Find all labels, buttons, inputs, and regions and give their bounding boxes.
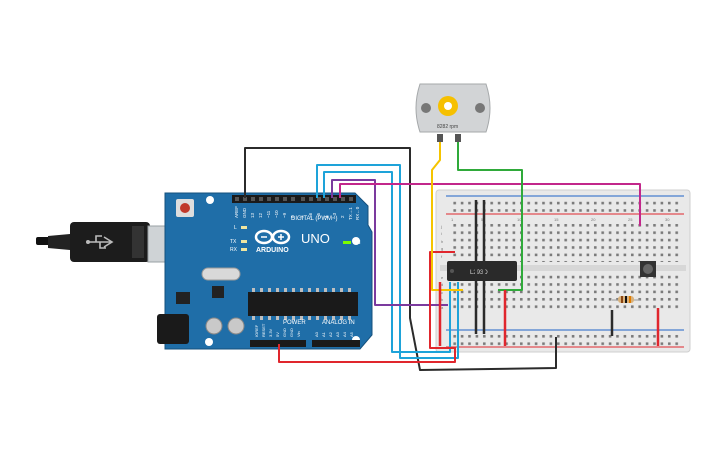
row-letter: h bbox=[441, 239, 443, 244]
pin-label: ~3 bbox=[332, 212, 337, 218]
analog-pin-header[interactable] bbox=[312, 340, 360, 347]
wire-black-gnd[interactable] bbox=[244, 147, 557, 371]
wire-green-motor[interactable] bbox=[457, 142, 523, 291]
row-letter: i bbox=[441, 231, 442, 236]
pin-label: ~10 bbox=[274, 210, 279, 218]
pin-label: A1 bbox=[321, 331, 326, 337]
pin-label: ~11 bbox=[266, 210, 271, 218]
pin-label: A4 bbox=[342, 331, 347, 337]
pin-label: A5 bbox=[349, 331, 354, 337]
brand-label: ARDUINO bbox=[256, 247, 289, 254]
usb-cable[interactable] bbox=[36, 222, 175, 263]
column-number: 20 bbox=[591, 217, 596, 222]
pin-label: 13 bbox=[250, 212, 255, 218]
pin-label: Vin bbox=[296, 331, 301, 337]
row-letter: e bbox=[441, 275, 444, 280]
pin-label: 7 bbox=[300, 215, 305, 218]
pin-label: 5V bbox=[275, 332, 280, 337]
pin-label: GND bbox=[242, 207, 247, 218]
column-number: 15 bbox=[554, 217, 559, 222]
push-button[interactable] bbox=[640, 261, 656, 277]
column-number: 1 bbox=[451, 217, 454, 222]
wire-purple[interactable] bbox=[331, 179, 448, 306]
led-l-label: L bbox=[234, 225, 237, 231]
row-letter: f bbox=[441, 254, 443, 259]
led-rx-label: RX bbox=[230, 247, 238, 253]
pin-label: ~9 bbox=[282, 212, 287, 218]
resistor[interactable] bbox=[612, 296, 640, 303]
bottom-power-rail[interactable] bbox=[450, 332, 680, 346]
power-pin-header[interactable] bbox=[250, 340, 306, 347]
wires[interactable] bbox=[244, 142, 660, 371]
column-number: 10 bbox=[517, 217, 522, 222]
pin-label: A2 bbox=[328, 331, 333, 337]
row-letter: g bbox=[441, 246, 443, 251]
pin-label: GND bbox=[289, 328, 294, 337]
status-leds bbox=[241, 226, 351, 251]
pin-label: 8 bbox=[290, 215, 295, 218]
row-letter: b bbox=[441, 297, 444, 302]
wire-magenta[interactable] bbox=[339, 183, 641, 226]
chip-label: L293D bbox=[470, 270, 488, 276]
atmega-chip bbox=[248, 292, 358, 316]
breadboard[interactable]: j i h g f e d c b a 1 5 10 15 20 25 30 L… bbox=[435, 189, 691, 353]
row-letter: j bbox=[440, 224, 442, 229]
on-led-label: ON bbox=[353, 240, 361, 246]
row-letter: d bbox=[441, 282, 443, 287]
column-number: 25 bbox=[628, 217, 633, 222]
pin-label: 4 bbox=[324, 215, 329, 218]
pin-label: ~5 bbox=[316, 212, 321, 218]
column-number: 5 bbox=[481, 217, 484, 222]
pin-label: IOREF bbox=[254, 324, 259, 337]
pin-label: 2 bbox=[340, 215, 345, 218]
dc-motor[interactable]: 8282 rpm bbox=[415, 83, 491, 142]
pin-label: TX→1 bbox=[348, 207, 353, 220]
motor-speed-label: 8282 rpm bbox=[437, 124, 458, 130]
analog-header-label: ANALOG IN bbox=[322, 320, 355, 326]
pin-label: ~6 bbox=[308, 212, 313, 218]
row-letter: c bbox=[441, 290, 443, 295]
top-terminal-strip[interactable] bbox=[450, 224, 680, 262]
pin-label: GND bbox=[282, 328, 287, 337]
pin-label: RESET bbox=[261, 323, 266, 337]
pin-label: RX←0 bbox=[355, 206, 360, 220]
wire-blue[interactable] bbox=[316, 164, 459, 359]
arduino-logo-icon bbox=[254, 229, 291, 245]
pin-label: A0 bbox=[314, 331, 319, 337]
pin-label: AREF bbox=[234, 206, 239, 218]
digital-header-label: DIGITAL (PWM~) bbox=[291, 216, 338, 222]
wire-red-5v[interactable] bbox=[278, 251, 456, 363]
usb-icon bbox=[86, 235, 114, 249]
column-number: 30 bbox=[665, 217, 670, 222]
arduino-uno-board[interactable]: AREF GND 13 12 ~11 ~10 ~9 8 7 ~6 ~5 4 ~3… bbox=[157, 192, 373, 350]
pin-label: 3.3V bbox=[268, 328, 273, 337]
pin-label: A3 bbox=[335, 331, 340, 337]
wire-cyan[interactable] bbox=[323, 171, 451, 353]
top-power-rail[interactable] bbox=[450, 198, 680, 212]
l293d-chip[interactable]: L293D bbox=[447, 261, 517, 281]
model-label: UNO bbox=[301, 231, 330, 246]
pin-label: 12 bbox=[258, 212, 263, 218]
power-header-label: POWER bbox=[283, 320, 306, 326]
wire-yellow-motor[interactable] bbox=[431, 142, 463, 291]
dc-power-jack bbox=[157, 314, 189, 344]
row-letter: a bbox=[441, 305, 444, 310]
led-tx-label: TX bbox=[230, 239, 237, 245]
